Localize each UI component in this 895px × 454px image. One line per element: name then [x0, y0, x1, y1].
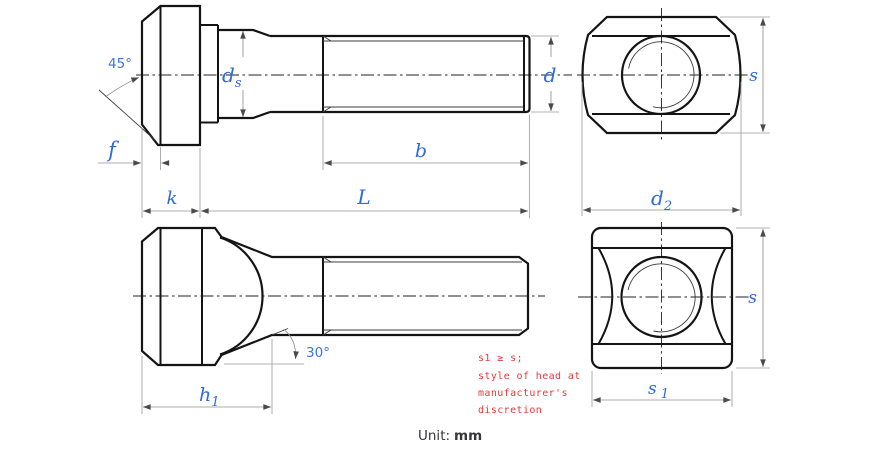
unit-note: Unit:mm: [418, 428, 482, 444]
top-side-view: 45° f k L b ds d: [98, 4, 572, 218]
extension-lines-h1: [141, 339, 273, 414]
manufacturer-note: s1 ≥ s; style of head at manufacturer's …: [478, 353, 581, 416]
thread-root-lines: [323, 40, 523, 108]
angle-45-label: 45°: [108, 56, 132, 72]
cone-30-reference-line: [271, 328, 289, 336]
thread-minor-arc-top: [628, 41, 695, 109]
note-line-2: style of head at: [478, 371, 581, 382]
chamfer-45-reference-line: [98, 89, 157, 142]
thread-start-ticks: [322, 35, 332, 113]
f-label: f: [106, 138, 119, 162]
L-label: L: [356, 185, 370, 209]
d2-label-base: d: [651, 186, 664, 210]
ds-section-edges: [218, 28, 271, 120]
shank-outline: [270, 34, 531, 114]
collar-lines: [200, 24, 219, 124]
d2-label-sub: 2: [663, 199, 672, 214]
d-label: d: [544, 63, 557, 87]
head-inner-lines-bottom: [159, 228, 203, 365]
cone-30-arc: [283, 328, 299, 360]
barrel-head-outline: [581, 15, 742, 135]
bottom-side-view: 30° h1: [133, 226, 545, 414]
note-line-4: discretion: [478, 405, 542, 416]
unit-value: mm: [454, 428, 482, 444]
d2-label: d2: [651, 186, 672, 214]
s-label-top: s: [749, 66, 758, 86]
square-head-side-arcs: [597, 247, 727, 345]
h1-label-base: h: [199, 384, 211, 406]
top-end-view: s d2: [577, 8, 770, 216]
extension-lines-top-view: [141, 35, 559, 218]
extension-lines-bottom-end: [591, 227, 770, 407]
b-label: b: [415, 140, 427, 162]
s1-label-sub: 1: [661, 387, 669, 402]
thread-start-ticks-bottom: [322, 256, 332, 336]
head-outline-top-view: [140, 4, 202, 147]
note-line-1: s1 ≥ s;: [478, 353, 523, 364]
chamfer-45-arc: [104, 77, 140, 98]
note-line-3: manufacturer's: [478, 388, 568, 399]
square-head-chamfer-lines: [592, 247, 732, 345]
k-label: k: [167, 188, 178, 209]
thread-root-lines-bottom: [323, 261, 522, 331]
ds-label: ds: [222, 63, 242, 91]
h1-label-sub: 1: [211, 395, 219, 410]
s1-label-base: s: [648, 379, 657, 399]
thread-minor-arc-bottom: [627, 263, 696, 333]
unit-label: Unit:: [418, 428, 450, 444]
extension-lines-top-end: [581, 16, 770, 216]
ds-label-base: d: [222, 63, 235, 87]
s-label-side: s: [748, 288, 757, 308]
h1-label: h1: [199, 384, 220, 410]
angle-30-label: 30°: [306, 345, 330, 361]
ds-label-sub: s: [235, 76, 242, 91]
bolt-outline-bottom-view: [140, 226, 530, 367]
square-head-outline: [590, 226, 734, 370]
domed-bearing-arc: [219, 236, 264, 356]
